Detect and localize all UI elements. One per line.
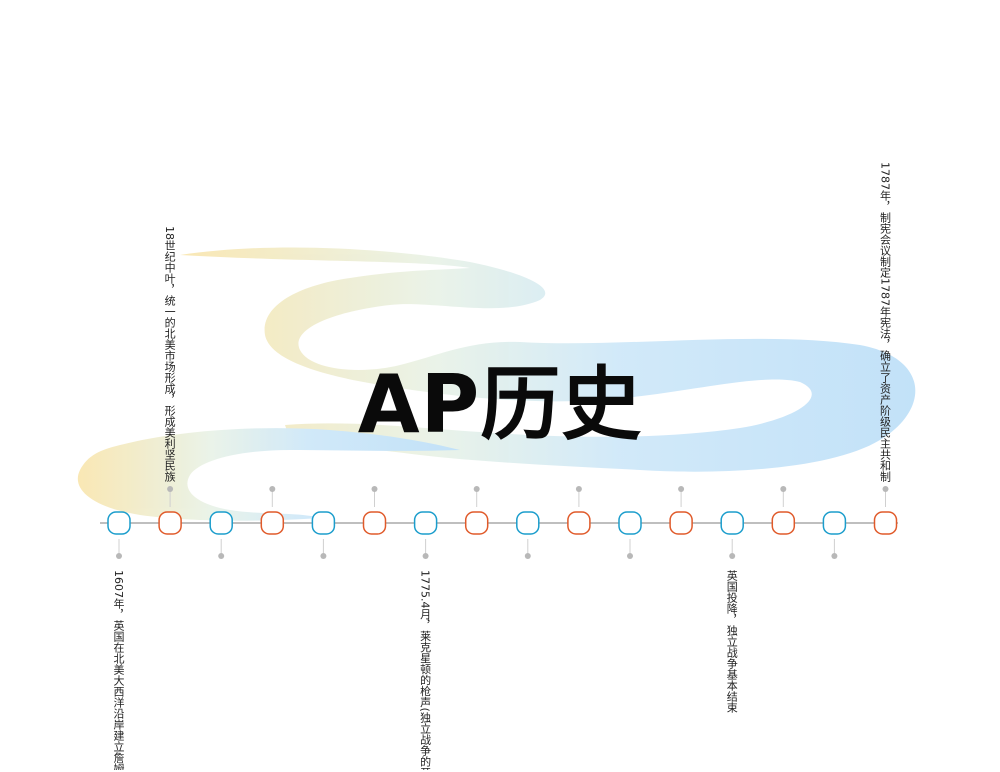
node-dot (116, 553, 122, 559)
timeline-node (618, 511, 642, 535)
timeline-node (107, 511, 131, 535)
node-dot (473, 486, 480, 492)
timeline-node (822, 511, 847, 535)
timeline-node (873, 511, 898, 535)
timeline-node (260, 511, 285, 535)
node-dot (320, 553, 327, 559)
timeline-node (209, 511, 233, 535)
timeline-node (516, 511, 540, 535)
node-dot (729, 553, 736, 559)
node-dot (371, 486, 378, 492)
node-dot (627, 553, 633, 559)
node-dot (780, 486, 787, 492)
timeline-node (669, 511, 693, 535)
page-title: AP历史 (357, 358, 643, 451)
event-text: 1775.4月，莱克星顿的枪声(独立战争的开始 (418, 570, 432, 770)
node-dot (167, 486, 174, 492)
timeline-node (413, 511, 438, 535)
timeline-node (158, 511, 182, 535)
node-dot (678, 486, 685, 492)
node-dot (575, 486, 582, 492)
node-dot (422, 553, 429, 559)
timeline-node (720, 511, 744, 535)
timeline-node (362, 511, 387, 535)
event-text: 1787年，制宪会议制定1787年宪法，确立了资产阶级民主共和制 (878, 162, 892, 482)
node-dot (269, 486, 276, 492)
timeline-node (311, 511, 336, 535)
event-text: 18世纪中叶，统一的北美市场形成，形成美利坚民族 (163, 226, 177, 482)
node-dot (218, 553, 225, 559)
timeline-node (771, 511, 796, 535)
timeline-node (464, 511, 489, 535)
node-dot (882, 486, 889, 492)
timeline-node (567, 511, 591, 535)
node-dot (524, 553, 531, 559)
event-text: 1607年，英国在北美大西洋沿岸建立詹姆斯敦，建 (112, 570, 125, 770)
event-text: 英国投降，独立战争基本结束 (725, 570, 739, 713)
node-dot (831, 553, 838, 559)
